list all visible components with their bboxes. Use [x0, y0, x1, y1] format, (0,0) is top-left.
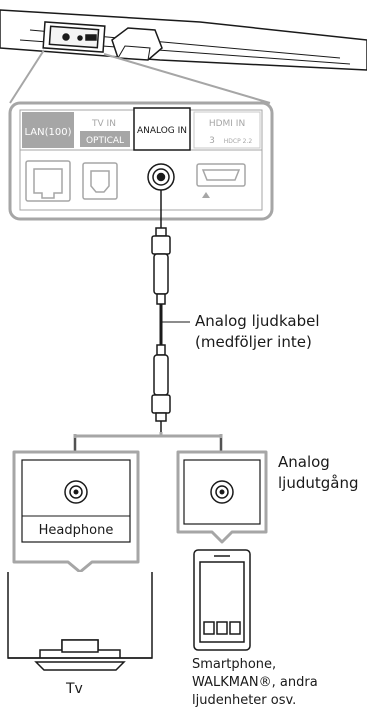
smartphone-label-line2: WALKMAN®, andra — [192, 675, 318, 690]
headphone-label: Headphone — [39, 523, 114, 538]
soundbar-unit — [0, 9, 367, 71]
tv-in-label: TV IN — [91, 119, 116, 129]
lan-label-cell — [22, 112, 74, 148]
zoom-line-left — [9, 49, 45, 104]
hdmi-arrow-icon — [202, 192, 210, 198]
smartphone-label-line3: ljudenheter osv. — [192, 693, 297, 708]
headphone-jack-icon — [64, 480, 88, 504]
optical-label-bg — [80, 131, 130, 147]
connector-panel — [8, 101, 274, 221]
hdcp-label: HDCP 2.2 — [224, 138, 253, 145]
smartphone-label-line1: Smartphone, — [192, 657, 277, 672]
analog-output-label-line1: Analog — [278, 453, 330, 471]
analog-output-callout — [176, 450, 268, 544]
cable-label-line1: Analog ljudkabel — [195, 312, 320, 330]
optical-port-icon — [82, 162, 118, 200]
analog-output-jack-icon — [210, 480, 234, 504]
headphone-callout — [12, 450, 140, 574]
cable-plug-bottom — [151, 344, 171, 432]
analog-output-label-line2: ljudutgång — [278, 474, 359, 492]
analog-in-label-cell — [133, 107, 191, 151]
lan-port-icon — [25, 160, 71, 202]
hdmi-port-icon — [196, 163, 246, 187]
hdmi-in-label-cell — [193, 111, 261, 149]
tv-label: Tv — [66, 681, 83, 697]
cable-plug-top — [151, 190, 171, 305]
smartphone-icon — [193, 549, 251, 651]
cable-label-line2: (medföljer inte) — [195, 333, 312, 351]
cable-label: Analog ljudkabel (medföljer inte) — [195, 311, 320, 353]
analog-in-label: ANALOG IN — [137, 126, 187, 136]
analog-output-label: Analog ljudutgång — [278, 452, 359, 494]
smartphone-label: Smartphone, WALKMAN®, andra ljudenheter … — [192, 656, 318, 710]
optical-label: OPTICAL — [86, 136, 124, 146]
lan-label: LAN(100) — [24, 127, 71, 138]
tv-icon — [7, 572, 153, 671]
zoom-line-right — [103, 53, 271, 104]
hdmi-in-label: HDMI IN — [209, 119, 245, 129]
hdmi-number-label: 3 — [209, 136, 215, 146]
